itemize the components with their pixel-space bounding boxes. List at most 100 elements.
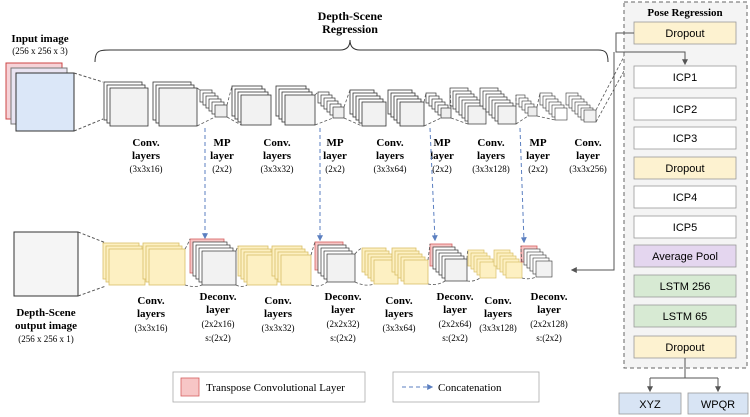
decoder-label-5-line2: layers — [385, 308, 414, 320]
legend-concat-box — [392, 371, 540, 403]
decoder-conv-block-2 — [237, 245, 312, 286]
decoder-labels: Conv. layers (3x3x16) Deconv. layer (2x2… — [135, 291, 568, 343]
decoder-label-7-size: (3x3x128) — [479, 323, 517, 333]
decoder-conv-block-3 — [361, 247, 429, 285]
legend-concat-label: Concatenation — [438, 382, 502, 394]
encoder-mp-block-2 — [317, 91, 345, 119]
decoder-label-3-line2: layers — [264, 308, 293, 320]
decoder-deconv-block-4 — [520, 245, 553, 278]
decoder-row — [102, 238, 553, 287]
pose-block-lstm-65 — [633, 304, 737, 328]
decoder-label-3-size: (3x3x32) — [262, 323, 295, 333]
decoder-label-1-line2: layers — [137, 308, 166, 320]
pose-block-dropout-1-label: Dropout — [665, 28, 704, 40]
decoder-label-4-stride: s:(2x2) — [330, 333, 356, 343]
pose-block-icp4-label: ICP4 — [673, 192, 697, 204]
encoder-label-7-line2: layers — [477, 150, 506, 162]
pose-block-icp4 — [633, 185, 737, 209]
pose-to-decoder-arrow — [570, 52, 615, 273]
decoder-label-8-stride: s:(2x2) — [536, 333, 562, 343]
pose-regression-panel: Pose Regression Dropout ICP1 ICP2 ICP3 D… — [570, 1, 749, 415]
encoder-label-4-line2: layer — [323, 150, 347, 162]
pose-block-icp3 — [633, 126, 737, 150]
pose-block-lstm-65-label: LSTM 65 — [663, 311, 708, 323]
decoder-deconv-block-3 — [429, 243, 468, 282]
pose-block-lstm-256-label: LSTM 256 — [660, 281, 711, 293]
dropout-to-icp1-arrow — [615, 32, 688, 66]
legend: Transpose Convolutional Layer Concatenat… — [172, 371, 540, 403]
encoder-mp-block-3 — [425, 92, 452, 119]
decoder-label-1-size: (3x3x16) — [135, 323, 168, 333]
decoder-label-7-line1: Conv. — [484, 295, 511, 307]
pose-block-dropout-2-label: Dropout — [665, 163, 704, 175]
encoder-label-6-size: (2x2) — [432, 164, 452, 174]
encoder-label-1-line1: Conv. — [132, 137, 159, 149]
pose-block-icp1-label: ICP1 — [673, 72, 697, 84]
dropout-to-outputs-branch — [650, 358, 718, 379]
legend-transpose-swatch — [180, 377, 200, 397]
decoder-label-4-line2: layer — [331, 304, 355, 316]
encoder-label-5-line2: layers — [376, 150, 405, 162]
encoder-label-7-line1: Conv. — [477, 137, 504, 149]
encoder-conv-block-1 — [103, 81, 198, 127]
decoder-connectors — [184, 238, 537, 287]
decoder-conv-block-1 — [102, 242, 186, 286]
decoder-label-3-line1: Conv. — [264, 295, 291, 307]
encoder-conv-block-5 — [539, 92, 597, 123]
pose-block-dropout-2 — [633, 156, 737, 180]
encoder-label-3-size: (3x3x32) — [261, 164, 294, 174]
decoder-label-8-line1: Deconv. — [531, 291, 568, 303]
pose-block-icp1 — [633, 65, 737, 89]
pose-block-icp2-label: ICP2 — [673, 104, 697, 116]
decoder-label-2-line1: Deconv. — [200, 291, 237, 303]
decoder-label-8-size: (2x2x128) — [530, 319, 568, 329]
output-connector-top — [77, 231, 107, 244]
legend-transpose-box — [172, 371, 366, 403]
encoder-mp-block-1 — [199, 89, 228, 118]
encoder-label-1-size: (3x3x16) — [130, 164, 163, 174]
encoder-label-9-size: (3x3x256) — [569, 164, 607, 174]
encoder-connectors — [196, 44, 631, 127]
input-connector-bottom — [73, 118, 104, 132]
decoder-label-2-size: (2x2x16) — [202, 319, 235, 329]
decoder-conv-block-4 — [467, 249, 523, 279]
pose-block-icp5 — [633, 215, 737, 239]
pose-block-dropout-3-label: Dropout — [665, 342, 704, 354]
encoder-label-2-line2: layer — [210, 150, 234, 162]
encoder-row — [103, 44, 631, 127]
encoder-label-8-line1: MP — [529, 137, 546, 149]
encoder-label-5-line1: Conv. — [376, 137, 403, 149]
output-image-label-line2: output image — [15, 320, 77, 332]
legend-transpose-label: Transpose Convolutional Layer — [206, 382, 345, 394]
decoder-label-6-line1: Deconv. — [437, 291, 474, 303]
decoder-label-2-line2: layer — [206, 304, 230, 316]
decoder-label-6-stride: s:(2x2) — [442, 333, 468, 343]
decoder-label-8-line2: layer — [537, 304, 561, 316]
input-image-stack — [5, 62, 75, 132]
encoder-label-6-line2: layer — [430, 150, 454, 162]
encoder-conv-block-2 — [231, 85, 316, 126]
encoder-label-8-line2: layer — [526, 150, 550, 162]
decoder-label-7-line2: layers — [484, 308, 513, 320]
pose-block-icp2 — [633, 97, 737, 121]
output-image — [13, 231, 79, 297]
output-wpqr-label: WPQR — [701, 399, 735, 411]
encoder-label-9-line1: Conv. — [574, 137, 601, 149]
decoder-label-5-line1: Conv. — [385, 295, 412, 307]
input-image-size: (256 x 256 x 3) — [12, 46, 68, 56]
encoder-conv-block-4 — [449, 87, 517, 125]
encoder-label-6-line1: MP — [433, 137, 450, 149]
encoder-labels: Conv. layers (3x3x16) MP layer (2x2) Con… — [130, 137, 607, 174]
pose-panel-title: Pose Regression — [647, 7, 722, 19]
regression-brace — [94, 39, 609, 63]
diagram-title-line2: Regression — [322, 22, 378, 36]
encoder-conv-block-3 — [349, 89, 425, 127]
output-image-size: (256 x 256 x 1) — [18, 334, 74, 344]
encoder-label-9-line2: layer — [576, 150, 600, 162]
encoder-label-4-size: (2x2) — [325, 164, 345, 174]
encoder-label-3-line1: Conv. — [263, 137, 290, 149]
encoder-label-4-line1: MP — [326, 137, 343, 149]
decoder-label-4-line1: Deconv. — [325, 291, 362, 303]
